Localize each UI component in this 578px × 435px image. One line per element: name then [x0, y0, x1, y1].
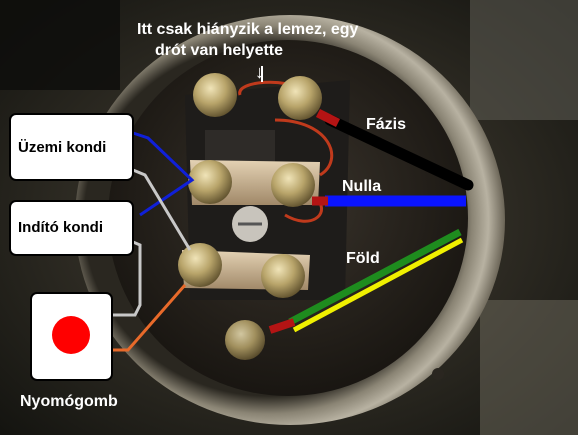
phase-label: Fázis	[366, 116, 407, 133]
missing-plate-note: Itt csak hiányzik a lemez, egy	[137, 21, 359, 38]
missing-plate-note-line2: drót van helyette	[155, 42, 284, 59]
earth-wire-yellow	[292, 237, 464, 333]
earth-wire-green	[288, 228, 462, 326]
gray-wire	[112, 240, 142, 317]
start-capacitor-label: Indító kondi	[18, 219, 103, 236]
run-capacitor-label: Üzemi kondi	[18, 139, 107, 156]
earth-wire-end	[268, 318, 296, 334]
terminal-nut	[188, 160, 232, 204]
push-button-label: Nyomógomb	[20, 393, 118, 410]
terminal-nut	[271, 163, 315, 207]
earth-bolt	[225, 320, 265, 360]
neutral-label: Nulla	[342, 178, 382, 195]
button-wire	[112, 284, 187, 352]
gray-wire	[132, 168, 192, 251]
start-capacitor-box: Indító kondi	[9, 200, 134, 256]
terminal-nut	[278, 76, 322, 120]
capacitor-wire	[132, 131, 195, 217]
terminal-nut	[178, 243, 222, 287]
terminal-nut	[193, 73, 237, 117]
push-button-box	[30, 292, 113, 381]
phase-wire-end	[315, 108, 341, 128]
down-arrow-icon: ↓	[255, 62, 264, 82]
terminal-nut	[261, 254, 305, 298]
earth-label: Föld	[346, 250, 380, 267]
phase-wire	[324, 114, 474, 191]
run-capacitor-box: Üzemi kondi	[9, 113, 134, 181]
red-button-icon	[52, 316, 90, 354]
